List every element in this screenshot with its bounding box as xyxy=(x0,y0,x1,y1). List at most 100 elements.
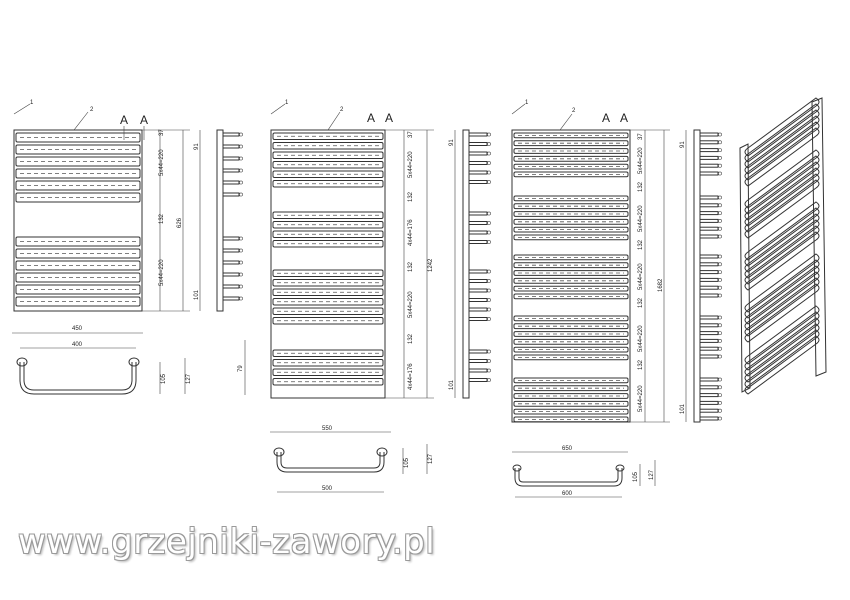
side-bar-cap xyxy=(487,378,491,382)
medium-dim-top-offset: 37 xyxy=(408,131,414,138)
small-dim-depth-outer: 127 xyxy=(186,373,192,384)
perspective-bar xyxy=(744,323,820,383)
perspective-bar xyxy=(744,213,820,273)
large-dim-group-4: 5x44=220 xyxy=(638,325,644,352)
side-bar-end xyxy=(699,195,719,200)
perspective-bar xyxy=(744,121,820,181)
large-dim-top-offset: 37 xyxy=(638,133,644,140)
side-bar-cap xyxy=(718,226,722,231)
perspective-bar xyxy=(744,207,820,267)
side-bar-end xyxy=(468,240,488,244)
side-bar-cap xyxy=(487,279,491,283)
side-bar-cap xyxy=(487,298,491,302)
large-dim-group-2: 5x44=220 xyxy=(638,205,644,232)
small-dim-pipe-spacing: 400 xyxy=(72,342,83,348)
side-bar-end xyxy=(699,211,719,216)
perspective-bar xyxy=(744,317,820,377)
side-bar-cap xyxy=(487,142,491,146)
medium-dim-connection-pitch: 91 xyxy=(449,139,455,146)
side-bar-end xyxy=(468,349,488,354)
side-bar-cap xyxy=(718,346,722,351)
side-bar-cap xyxy=(239,296,243,301)
side-bar-end xyxy=(699,155,719,160)
large-dim-overall-width: 650 xyxy=(562,446,573,452)
small-dim-overall-height: 626 xyxy=(177,217,183,228)
side-bar-cap xyxy=(718,393,722,398)
side-bar-cap xyxy=(718,140,722,145)
side-bar-end xyxy=(468,132,488,137)
perspective-bar xyxy=(744,305,820,365)
perspective-bar xyxy=(744,179,820,239)
side-bar-end xyxy=(468,230,488,235)
perspective-bar xyxy=(744,265,820,325)
large-dim-gap-2: 132 xyxy=(638,239,644,250)
side-bar-cap xyxy=(239,248,243,253)
large-dim-pipe-spacing: 600 xyxy=(562,491,573,497)
large-side-bar-group xyxy=(699,132,722,421)
side-bar-cap xyxy=(487,161,491,165)
small-dim-group-top: 5x44=220 xyxy=(159,149,165,176)
large-dim-group-5: 5x44=220 xyxy=(638,385,644,412)
side-bar-end xyxy=(468,161,488,165)
side-bar-cap xyxy=(487,230,491,235)
side-bar-cap xyxy=(718,416,722,421)
side-bar-cap xyxy=(718,385,722,390)
side-bar-end xyxy=(468,307,488,312)
side-bar-end xyxy=(699,331,719,336)
side-bar-cap xyxy=(239,260,243,265)
medium-dim-depth-outer: 127 xyxy=(428,453,434,464)
side-bar-end xyxy=(222,132,240,137)
side-bar-cap xyxy=(487,288,491,293)
side-bar-end xyxy=(222,284,240,289)
side-bar-end xyxy=(699,262,719,267)
large-dim-connection-pitch: 91 xyxy=(680,141,686,148)
side-bar-end xyxy=(699,315,719,320)
side-bar-cap xyxy=(718,285,722,290)
side-bar-cap xyxy=(718,331,722,336)
side-bar-cap xyxy=(239,180,243,185)
side-bar-end xyxy=(699,132,719,137)
large-dim-gap-1: 132 xyxy=(638,181,644,192)
perspective-bar xyxy=(744,259,820,319)
large-dim-overall-height: 1682 xyxy=(658,278,664,292)
perspective-bar xyxy=(744,97,820,157)
side-bar-cap xyxy=(718,155,722,160)
large-section-a-left: A xyxy=(602,111,610,125)
perspective-bar xyxy=(744,335,820,395)
perspective-bar xyxy=(744,127,820,187)
large-dim-group-3: 5x44=220 xyxy=(638,263,644,290)
large-dim-gap-4: 132 xyxy=(638,359,644,370)
side-bar-end xyxy=(699,226,719,231)
side-bar-cap xyxy=(718,254,722,259)
perspective-bar xyxy=(744,231,820,291)
perspective-bar xyxy=(744,329,820,389)
side-bar-end xyxy=(699,285,719,290)
side-bar-end xyxy=(699,277,719,282)
side-bar-end xyxy=(222,236,240,241)
side-bar-cap xyxy=(718,293,722,298)
side-bar-cap xyxy=(718,234,722,239)
side-bar-end xyxy=(699,385,719,390)
perspective-bar xyxy=(744,155,820,215)
side-bar-cap xyxy=(239,144,243,149)
perspective-bar xyxy=(744,201,820,261)
side-bar-end xyxy=(699,400,719,405)
side-bar-cap xyxy=(487,180,491,184)
side-bar-end xyxy=(468,279,488,283)
large-dim-gap-3: 132 xyxy=(638,297,644,308)
side-bar-cap xyxy=(718,377,722,382)
side-bar-end xyxy=(699,338,719,343)
small-dim-depth-inner: 105 xyxy=(161,373,167,384)
side-bar-end xyxy=(699,293,719,298)
perspective-bar xyxy=(744,167,820,227)
side-bar-end xyxy=(468,211,488,216)
side-bar-end xyxy=(699,163,719,168)
medium-dim-overall-width: 550 xyxy=(322,426,333,432)
side-bar-end xyxy=(468,368,488,373)
side-bar-cap xyxy=(239,284,243,289)
side-bar-end xyxy=(699,254,719,259)
large-front-view: 1 2 A A 37 5x44=220 132 5x44=220 132 5x4… xyxy=(511,100,670,423)
small-callout-1: 1 xyxy=(30,100,34,106)
large-dim-bottom-offset: 101 xyxy=(680,403,686,414)
